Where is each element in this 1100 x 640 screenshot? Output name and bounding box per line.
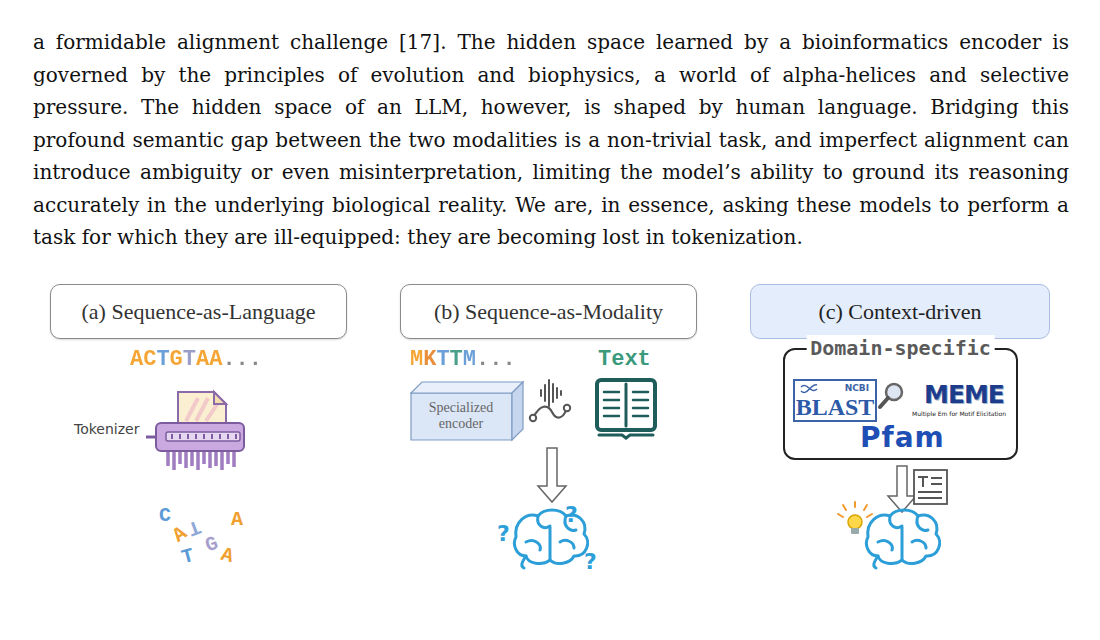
wire-end bbox=[564, 405, 570, 411]
bulb-base bbox=[851, 528, 859, 534]
brain-icon bbox=[866, 510, 939, 568]
token-letter: C bbox=[159, 504, 171, 528]
encoder-box: Specialized encoder bbox=[410, 381, 524, 441]
lightbulb-icon bbox=[838, 502, 872, 534]
meme-logo: MEME bbox=[924, 381, 1004, 409]
panel-header: (c) Context-driven bbox=[750, 284, 1050, 339]
down-arrow bbox=[888, 466, 916, 512]
paper-sheet bbox=[178, 392, 226, 425]
panel-title: (a) Sequence-as-Language bbox=[82, 299, 316, 325]
logo-small-text: NCBI bbox=[845, 383, 869, 394]
tokenizer-label: Tokenizer bbox=[74, 420, 139, 438]
waveform bbox=[541, 380, 561, 406]
token-letter: T bbox=[179, 544, 197, 570]
panel-title: (b) Sequence-as-Modality bbox=[434, 299, 663, 325]
question-mark: ? bbox=[497, 521, 510, 547]
protein-sequence: MKTTM... bbox=[410, 347, 516, 373]
audio-icon bbox=[530, 380, 570, 421]
question-mark: ? bbox=[584, 549, 597, 575]
pfam-logo: Pfam bbox=[860, 422, 945, 454]
paper-corner bbox=[214, 392, 226, 404]
document-glyph bbox=[918, 477, 928, 487]
bulb-glass bbox=[848, 515, 862, 529]
book-spine bbox=[625, 384, 628, 426]
blast-logo: NCBIBLAST bbox=[793, 379, 877, 422]
shredder-icon bbox=[146, 392, 244, 470]
token-letter: A bbox=[218, 543, 236, 569]
book-base bbox=[599, 435, 653, 438]
document-icon bbox=[914, 470, 947, 504]
down-arrow bbox=[538, 448, 566, 502]
shreds bbox=[168, 452, 234, 470]
panel-header: (a) Sequence-as-Language bbox=[50, 284, 347, 339]
book-icon bbox=[597, 380, 655, 438]
shredder-slot bbox=[166, 432, 240, 441]
panel-header: (b) Sequence-as-Modality bbox=[400, 284, 697, 339]
dna-sequence: ACTGTAA... bbox=[130, 347, 262, 373]
panel-title: (c) Context-driven bbox=[818, 299, 981, 325]
brain-folds bbox=[874, 516, 928, 568]
token-letter: A bbox=[231, 508, 243, 532]
document-page bbox=[914, 470, 947, 504]
slot-ticks bbox=[172, 434, 236, 439]
wire-end bbox=[530, 415, 536, 421]
magnifier-handle bbox=[880, 398, 888, 407]
meme-subtitle: Multiple Em for Motif Elicitation bbox=[912, 410, 1006, 418]
signal-wire bbox=[533, 407, 567, 418]
encoder-label: Specialized encoder bbox=[414, 400, 508, 432]
group-heading: Domain-specific bbox=[806, 335, 995, 361]
text-modality-label: Text bbox=[598, 347, 651, 373]
token-letter: G bbox=[202, 532, 221, 559]
page-lines bbox=[604, 392, 648, 416]
document-lines bbox=[918, 478, 942, 498]
shredder-body bbox=[156, 423, 244, 451]
book-cover bbox=[597, 380, 655, 430]
logo-text: BLAST bbox=[795, 394, 875, 420]
magnifier-icon bbox=[880, 384, 902, 407]
body-paragraph: a formidable alignment challenge [17]. T… bbox=[33, 26, 1069, 254]
question-mark: ? bbox=[565, 502, 578, 528]
